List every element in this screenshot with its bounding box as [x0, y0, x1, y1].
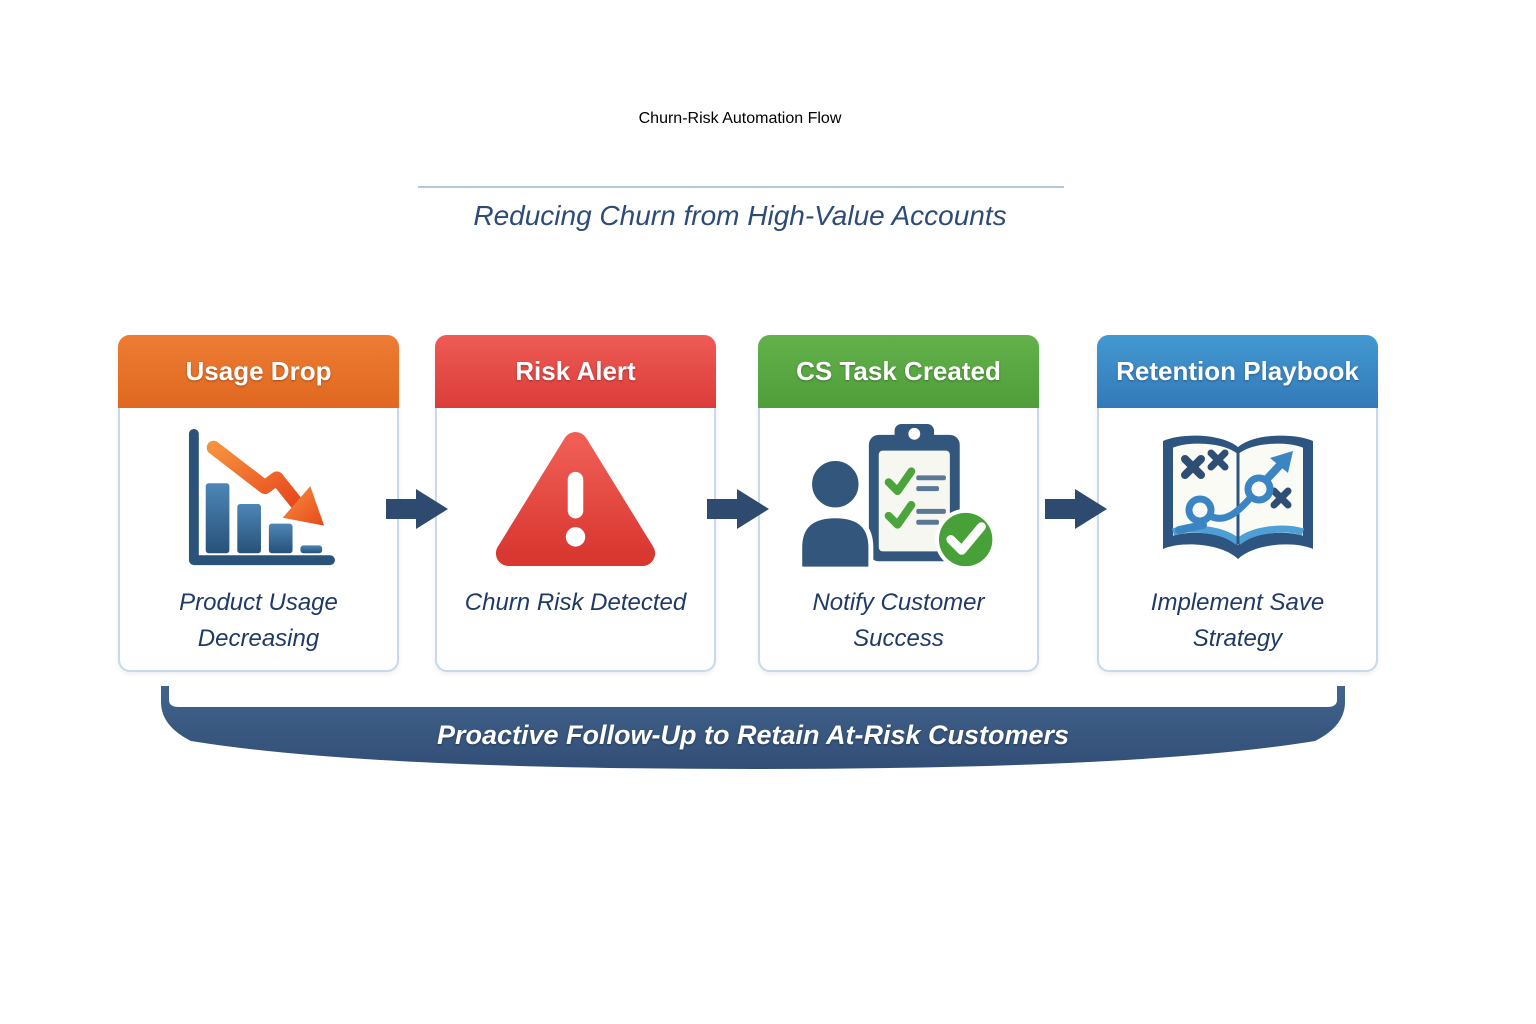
- step-caption-usage-drop: Product Usage Decreasing: [179, 589, 338, 652]
- step-card-risk-alert: Risk Alert Churn Risk Detected: [435, 335, 716, 672]
- page-title: Churn-Risk Automation Flow: [638, 110, 842, 127]
- declining-bar-chart-icon: [120, 421, 397, 579]
- step-card-retention-playbook: Retention Playbook Implement Save Strate…: [1097, 335, 1378, 672]
- warning-triangle-icon: [437, 421, 714, 579]
- step-caption-risk-alert: Churn Risk Detected: [464, 589, 687, 616]
- step-header-usage-drop: Usage Drop: [118, 335, 399, 408]
- step-header-risk-alert: Risk Alert: [435, 335, 716, 408]
- step-header-retention-playbook: Retention Playbook: [1097, 335, 1378, 408]
- page-subtitle: Reducing Churn from High-Value Accounts: [473, 200, 1007, 231]
- retention-playbook-icon: [1099, 421, 1376, 579]
- flow-arrow-icon: [386, 489, 448, 529]
- title-divider: [418, 186, 1064, 188]
- step-header-cs-task: CS Task Created: [758, 335, 1039, 408]
- customer-success-task-icon: [760, 421, 1037, 579]
- flow-arrow-icon: [707, 489, 769, 529]
- step-caption-retention-playbook: Implement Save Strategy: [1150, 589, 1325, 652]
- step-card-cs-task: CS Task Created Notify Customer Success: [758, 335, 1039, 672]
- summary-banner: [161, 686, 1345, 769]
- flow-arrow-icon: [1045, 489, 1107, 529]
- step-card-usage-drop: Usage Drop Product Us: [118, 335, 399, 672]
- step-caption-cs-task: Notify Customer Success: [812, 589, 985, 652]
- summary-banner-text: Proactive Follow-Up to Retain At-Risk Cu…: [436, 720, 1070, 750]
